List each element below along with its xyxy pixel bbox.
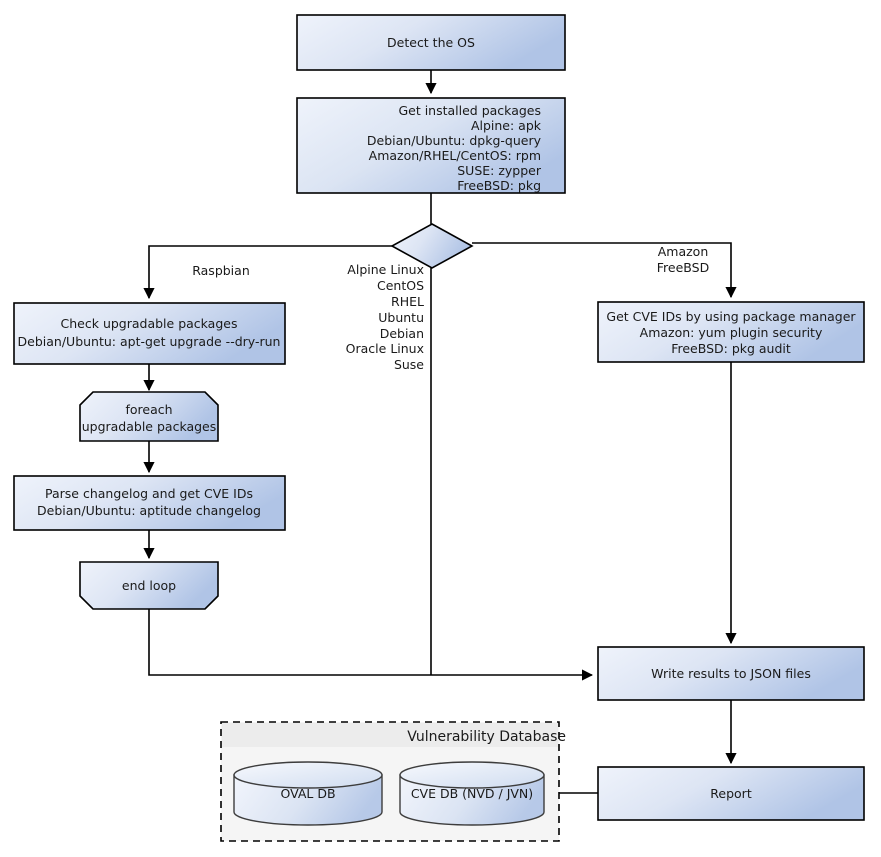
get-cve-ids-line-2: Amazon: yum plugin security (640, 325, 823, 340)
edge-label-middle-os-list: Alpine Linux CentOS RHEL Ubuntu Debian O… (346, 262, 425, 372)
get-cve-ids-box (597, 301, 865, 363)
write-results-box (597, 646, 865, 701)
get-cve-ids-line-3: FreeBSD: pkg audit (671, 341, 791, 356)
report-box (597, 766, 865, 821)
node-check-upgradable: Check upgradable packages Debian/Ubuntu:… (13, 302, 286, 365)
get-installed-packages-line-1: Get installed packages (398, 103, 541, 118)
get-installed-packages-line-6: FreeBSD: pkg (457, 178, 541, 193)
write-results-label: Write results to JSON files (651, 666, 811, 681)
node-detect-os: Detect the OS (296, 14, 566, 71)
get-installed-packages-line-3: Debian/Ubuntu: dpkg-query (367, 133, 542, 148)
oval-db-label: OVAL DB (280, 786, 335, 801)
os-list-item-7: Suse (394, 357, 424, 372)
node-report: Report (597, 766, 865, 821)
cve-db-label: CVE DB (NVD / JVN) (411, 786, 533, 801)
node-get-installed-packages: Get installed packages Alpine: apk Debia… (296, 97, 566, 194)
edge-label-amazon-freebsd: Amazon FreeBSD (657, 244, 709, 275)
report-label: Report (710, 786, 752, 801)
database-cve-db: CVE DB (NVD / JVN) (399, 761, 545, 826)
oval-db-cylinder-body (233, 774, 383, 826)
parse-changelog-line-1: Parse changelog and get CVE IDs (45, 486, 253, 501)
os-list-item-1: Alpine Linux (347, 262, 424, 277)
foreach-loop-shape (79, 391, 219, 442)
detect-os-label: Detect the OS (387, 35, 475, 50)
node-end-loop: end loop (79, 561, 219, 610)
vulnerability-database-header (222, 723, 558, 747)
foreach-line-1: foreach (125, 402, 172, 417)
freebsd-label: FreeBSD (657, 260, 709, 275)
os-list-item-4: Ubuntu (378, 310, 424, 325)
cve-db-cylinder-top (399, 761, 545, 789)
get-installed-packages-box (296, 97, 566, 194)
get-cve-ids-line-1: Get CVE IDs by using package manager (606, 309, 856, 324)
os-list-item-3: RHEL (391, 294, 424, 309)
parse-changelog-line-2: Debian/Ubuntu: aptitude changelog (37, 503, 261, 518)
foreach-line-2: upgradable packages (82, 419, 217, 434)
edge-decision-right-branch (472, 242, 737, 299)
os-decision-diamond (390, 223, 474, 269)
node-write-results: Write results to JSON files (597, 646, 865, 701)
oval-db-cylinder-top (233, 761, 383, 789)
os-list-item-6: Oracle Linux (346, 341, 424, 356)
node-foreach-loop: foreach upgradable packages (79, 391, 219, 442)
node-parse-changelog: Parse changelog and get CVE IDs Debian/U… (13, 475, 286, 531)
edge-endloop-to-write-results (148, 609, 594, 681)
check-upgradable-line-2: Debian/Ubuntu: apt-get upgrade --dry-run (18, 334, 281, 349)
end-loop-label: end loop (122, 578, 176, 593)
detect-os-box (296, 14, 566, 71)
get-installed-packages-line-2: Alpine: apk (471, 118, 542, 133)
group-vulnerability-database: Vulnerability Database OVAL DB CVE DB (N… (220, 721, 566, 842)
os-list-item-5: Debian (380, 326, 424, 341)
node-get-cve-ids: Get CVE IDs by using package manager Ama… (597, 301, 865, 363)
edge-label-raspbian: Raspbian (192, 263, 250, 278)
check-upgradable-box (13, 302, 286, 365)
amazon-label: Amazon (658, 244, 709, 259)
check-upgradable-line-1: Check upgradable packages (61, 316, 238, 331)
get-installed-packages-line-5: SUSE: zypper (457, 163, 542, 178)
parse-changelog-box (13, 475, 286, 531)
vulnerability-database-title: Vulnerability Database (407, 729, 566, 745)
os-list-item-2: CentOS (377, 278, 424, 293)
get-installed-packages-line-4: Amazon/RHEL/CentOS: rpm (369, 148, 541, 163)
node-os-decision (390, 223, 474, 269)
cve-db-cylinder-body (399, 774, 545, 826)
database-oval-db: OVAL DB (233, 761, 383, 826)
edge-decision-left-branch (143, 245, 392, 300)
end-loop-shape (79, 561, 219, 610)
